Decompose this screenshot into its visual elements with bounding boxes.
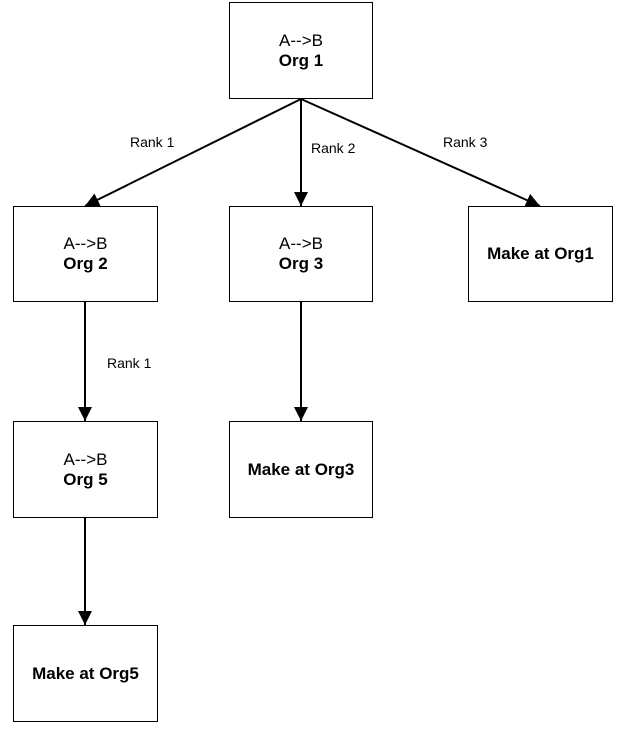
node-make-org1: Make at Org1 [468, 206, 613, 302]
node-org1: A-->B Org 1 [229, 2, 373, 99]
node-org1-title: Org 1 [278, 50, 324, 70]
edge-org1-org2 [84, 98, 302, 207]
edge-label-org1-make-org1: Rank 3 [443, 134, 488, 150]
node-make-org3: Make at Org3 [229, 421, 373, 518]
edge-label-org2-org5: Rank 1 [107, 355, 152, 371]
node-org3-rule: A-->B [279, 234, 323, 253]
node-make-org1-label: Make at Org1 [487, 244, 594, 263]
edge-label-org1-org3: Rank 2 [311, 140, 356, 156]
edge-label-org1-org2: Rank 1 [130, 134, 175, 150]
node-org2: A-->B Org 2 [13, 206, 158, 302]
node-org2-title: Org 2 [63, 254, 108, 273]
node-org3-title: Org 3 [278, 254, 324, 273]
node-org5-rule: A-->B [63, 449, 108, 469]
node-org2-rule: A-->B [63, 234, 108, 253]
node-org5: A-->B Org 5 [13, 421, 158, 518]
node-org1-rule: A-->B [279, 30, 323, 50]
node-org5-title: Org 5 [63, 469, 108, 489]
node-make-org5: Make at Org5 [13, 625, 158, 722]
node-make-org3-label: Make at Org3 [247, 459, 355, 479]
node-org3: A-->B Org 3 [229, 206, 373, 302]
node-make-org5-label: Make at Org5 [32, 663, 139, 683]
edge-org1-make-org1 [300, 98, 541, 207]
